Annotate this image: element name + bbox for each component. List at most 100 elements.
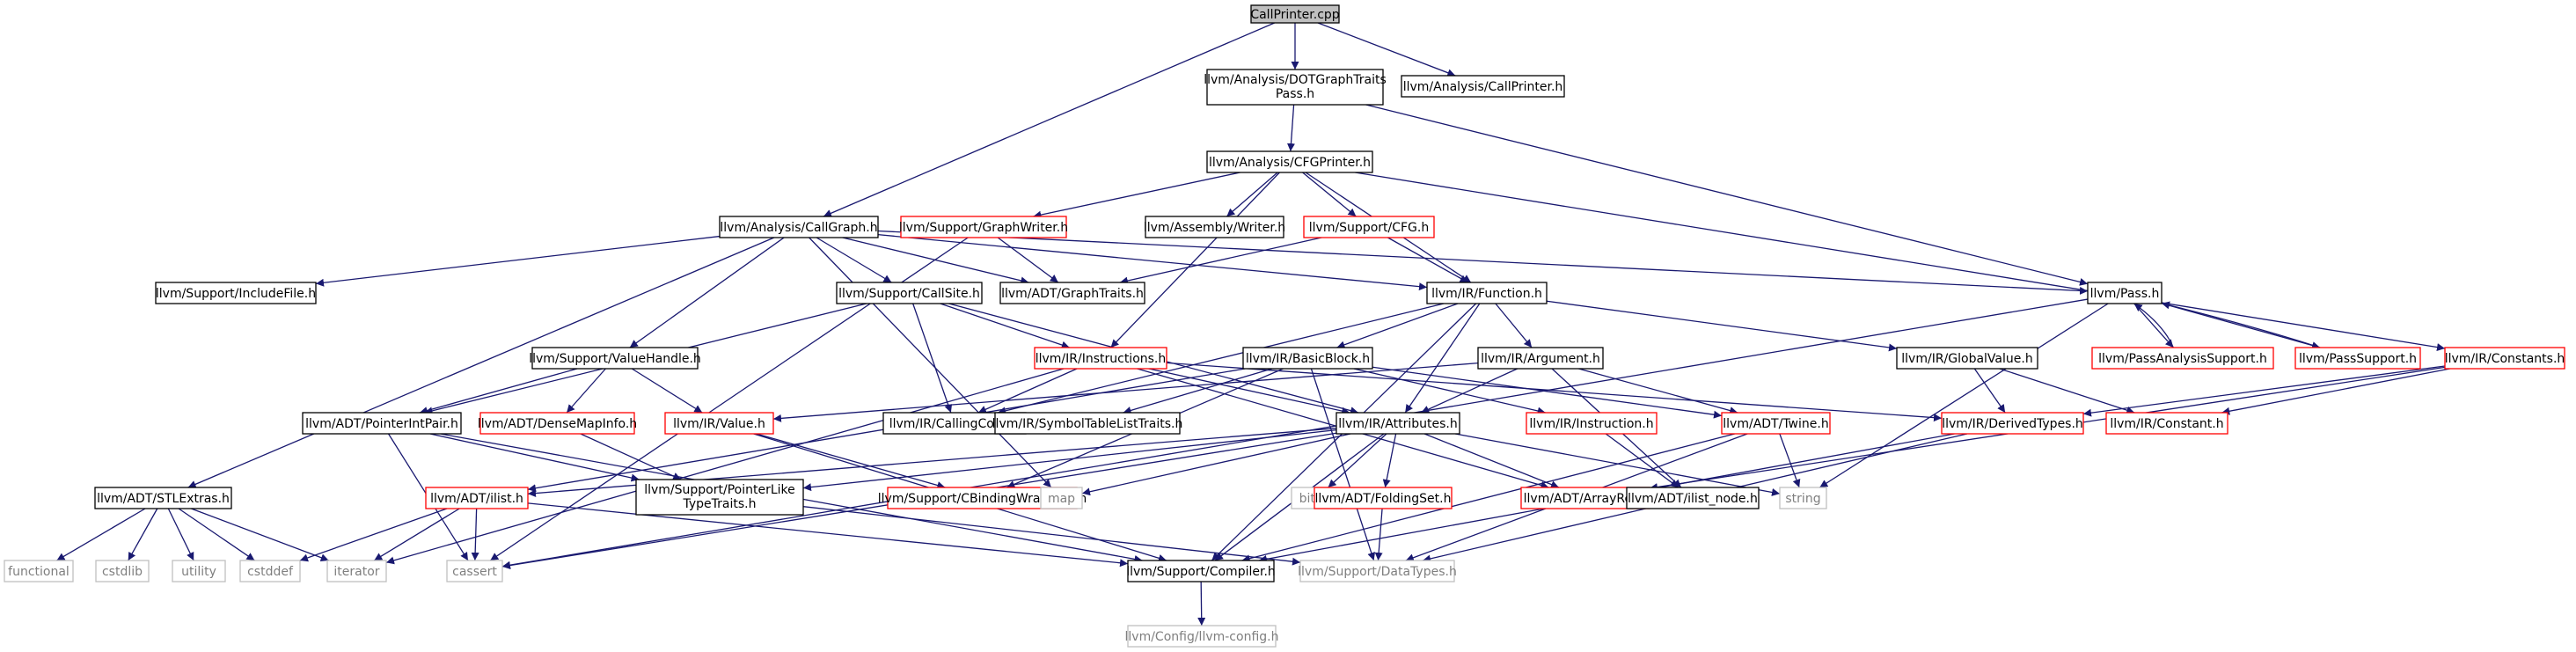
edge-instructions-to-attributes (1148, 368, 1350, 415)
node-symtabtraits[interactable]: llvm/IR/SymbolTableListTraits.h (992, 412, 1183, 435)
node-globalvalue-label: llvm/IR/GlobalValue.h (1901, 352, 2032, 366)
edge-pass-to-cassert (501, 298, 2089, 569)
node-instruction[interactable]: llvm/IR/Instruction.h (1526, 412, 1658, 435)
node-datatypes-label: llvm/Support/DataTypes.h (1298, 565, 1457, 579)
edge-argument-to-attributes (1420, 368, 1519, 414)
node-callsite-label: llvm/Support/CallSite.h (838, 287, 980, 301)
node-instruction-label: llvm/IR/Instruction.h (1529, 417, 1653, 431)
node-twine-label: llvm/ADT/Twine.h (1723, 417, 1828, 431)
node-compiler[interactable]: llvm/Support/Compiler.h (1126, 560, 1276, 582)
node-includefile[interactable]: llvm/Support/IncludeFile.h (155, 282, 317, 304)
node-includefile-box (155, 282, 317, 304)
edge-cfgprinter-to-cfg (1302, 172, 1357, 217)
node-pass[interactable]: llvm/Pass.h (2087, 282, 2163, 304)
node-ilistnode[interactable]: llvm/ADT/ilist_node.h (1626, 487, 1760, 509)
edge-basicblock-to-symtabtraits (1123, 368, 1273, 414)
node-passsupport-box (2294, 347, 2421, 370)
node-argument-label: llvm/IR/Argument.h (1481, 352, 1600, 366)
node-pointerintpair[interactable]: llvm/ADT/PointerIntPair.h (302, 412, 462, 435)
node-basicblock-box (1242, 347, 1373, 370)
node-ilistnode-label: llvm/ADT/ilist_node.h (1628, 492, 1758, 506)
edge-basicblock-to-twine (1372, 366, 1723, 419)
node-argument[interactable]: llvm/IR/Argument.h (1477, 347, 1604, 370)
node-constants-box (2444, 347, 2565, 370)
node-attributes[interactable]: llvm/IR/Attributes.h (1336, 412, 1460, 435)
edge-function-to-callingconv (997, 303, 1445, 415)
node-pass-label: llvm/Pass.h (2090, 287, 2160, 301)
edge-function-to-basicblock (1336, 303, 1459, 349)
node-passsupport[interactable]: llvm/PassSupport.h (2294, 347, 2421, 370)
node-callgraph[interactable]: llvm/Analysis/CallGraph.h (719, 216, 879, 238)
node-compiler-box (1127, 560, 1275, 582)
node-instruction-box (1526, 412, 1658, 435)
edge-valuehandle-to-densemapinfo (566, 368, 606, 414)
node-callsite[interactable]: llvm/Support/CallSite.h (836, 282, 983, 304)
node-ilist-label: llvm/ADT/ilist.h (430, 492, 523, 506)
edge-instructions-to-callingconv (977, 368, 1078, 414)
node-foldingset[interactable]: llvm/ADT/FoldingSet.h (1314, 487, 1453, 509)
edge-cfgprinter-to-instructions (1110, 172, 1280, 348)
node-callprinter-label: llvm/Analysis/CallPrinter.h (1403, 80, 1563, 94)
node-argument-box (1477, 347, 1604, 370)
node-functional-label: functional (8, 565, 70, 579)
edge-root-to-callprinter (1317, 22, 1456, 77)
edge-argument-to-value (772, 362, 1479, 422)
node-value[interactable]: llvm/IR/Value.h (664, 412, 774, 435)
edge-ilist-to-cassert (471, 508, 479, 561)
edge-cfgprinter-to-graphwriter (1033, 172, 1240, 219)
node-callprinter[interactable]: llvm/Analysis/CallPrinter.h (1401, 75, 1565, 98)
edge-ilist-to-compiler (527, 502, 1129, 568)
node-graphwriter-label: llvm/Support/GraphWriter.h (899, 221, 1068, 235)
node-basicblock[interactable]: llvm/IR/BasicBlock.h (1242, 347, 1373, 370)
edge-twine-to-compiler (1241, 433, 1735, 563)
node-stlextras[interactable]: llvm/ADT/STLExtras.h (94, 487, 232, 509)
node-ilist[interactable]: llvm/ADT/ilist.h (425, 487, 529, 509)
node-passanalysis[interactable]: llvm/PassAnalysisSupport.h (2091, 347, 2274, 370)
edge-pass-to-passanalysis (2133, 303, 2174, 348)
node-ilist-box (425, 487, 529, 509)
node-compiler-label: llvm/Support/Compiler.h (1126, 565, 1276, 579)
node-valuehandle[interactable]: llvm/Support/ValueHandle.h (529, 347, 701, 370)
node-globalvalue[interactable]: llvm/IR/GlobalValue.h (1896, 347, 2038, 370)
node-cfg[interactable]: llvm/Support/CFG.h (1303, 216, 1435, 238)
edge-valuehandle-to-pointerintpair (419, 368, 578, 414)
node-graphtraits-box (999, 282, 1145, 304)
node-derivedtypes[interactable]: llvm/IR/DerivedTypes.h (1941, 412, 2084, 435)
node-graphwriter-box (900, 216, 1067, 238)
node-instructions[interactable]: llvm/IR/Instructions.h (1034, 347, 1167, 370)
node-constant[interactable]: llvm/IR/Constant.h (2105, 412, 2228, 435)
edge-argument-to-twine (1578, 368, 1738, 414)
node-graphtraits[interactable]: llvm/ADT/GraphTraits.h (999, 282, 1145, 304)
edge-attributes-to-arrayref (1423, 433, 1560, 488)
node-datatypes: llvm/Support/DataTypes.h (1298, 560, 1457, 582)
node-valuehandle-box (531, 347, 699, 370)
node-graphwriter[interactable]: llvm/Support/GraphWriter.h (899, 216, 1068, 238)
edge-densemapinfo-to-pointerliketypetraits (580, 433, 682, 480)
node-callgraph-label: llvm/Analysis/CallGraph.h (720, 221, 877, 235)
node-function[interactable]: llvm/IR/Function.h (1426, 282, 1548, 304)
node-symtabtraits-label: llvm/IR/SymbolTableListTraits.h (992, 417, 1183, 431)
node-passanalysis-box (2091, 347, 2274, 370)
node-twine[interactable]: llvm/ADT/Twine.h (1721, 412, 1831, 435)
node-cfgprinter[interactable]: llvm/Analysis/CFGPrinter.h (1206, 150, 1373, 173)
node-instructions-label: llvm/IR/Instructions.h (1036, 352, 1167, 366)
node-string-box (1779, 487, 1827, 509)
edge-attributes-to-pointerliketypetraits (802, 429, 1337, 492)
node-derivedtypes-box (1941, 412, 2084, 435)
node-constants[interactable]: llvm/IR/Constants.h (2444, 347, 2565, 370)
node-iterator-label: iterator (333, 565, 379, 579)
node-pointerintpair-box (302, 412, 462, 435)
edge-function-to-globalvalue (1546, 300, 1898, 352)
node-callingconv-label: llvm/IR/CallingConv.h (889, 417, 1021, 431)
node-iterator-box (326, 560, 387, 582)
edge-callgraph-to-stlextras (187, 237, 775, 488)
node-map: map (1040, 487, 1083, 509)
node-densemapinfo[interactable]: llvm/ADT/DenseMapInfo.h (478, 412, 637, 435)
node-root-box (1250, 4, 1340, 24)
edge-pass-to-passsupport (2161, 303, 2321, 349)
edge-valuehandle-to-value (631, 368, 703, 414)
node-asmwriter[interactable]: llvm/Assembly/Writer.h (1144, 216, 1285, 238)
